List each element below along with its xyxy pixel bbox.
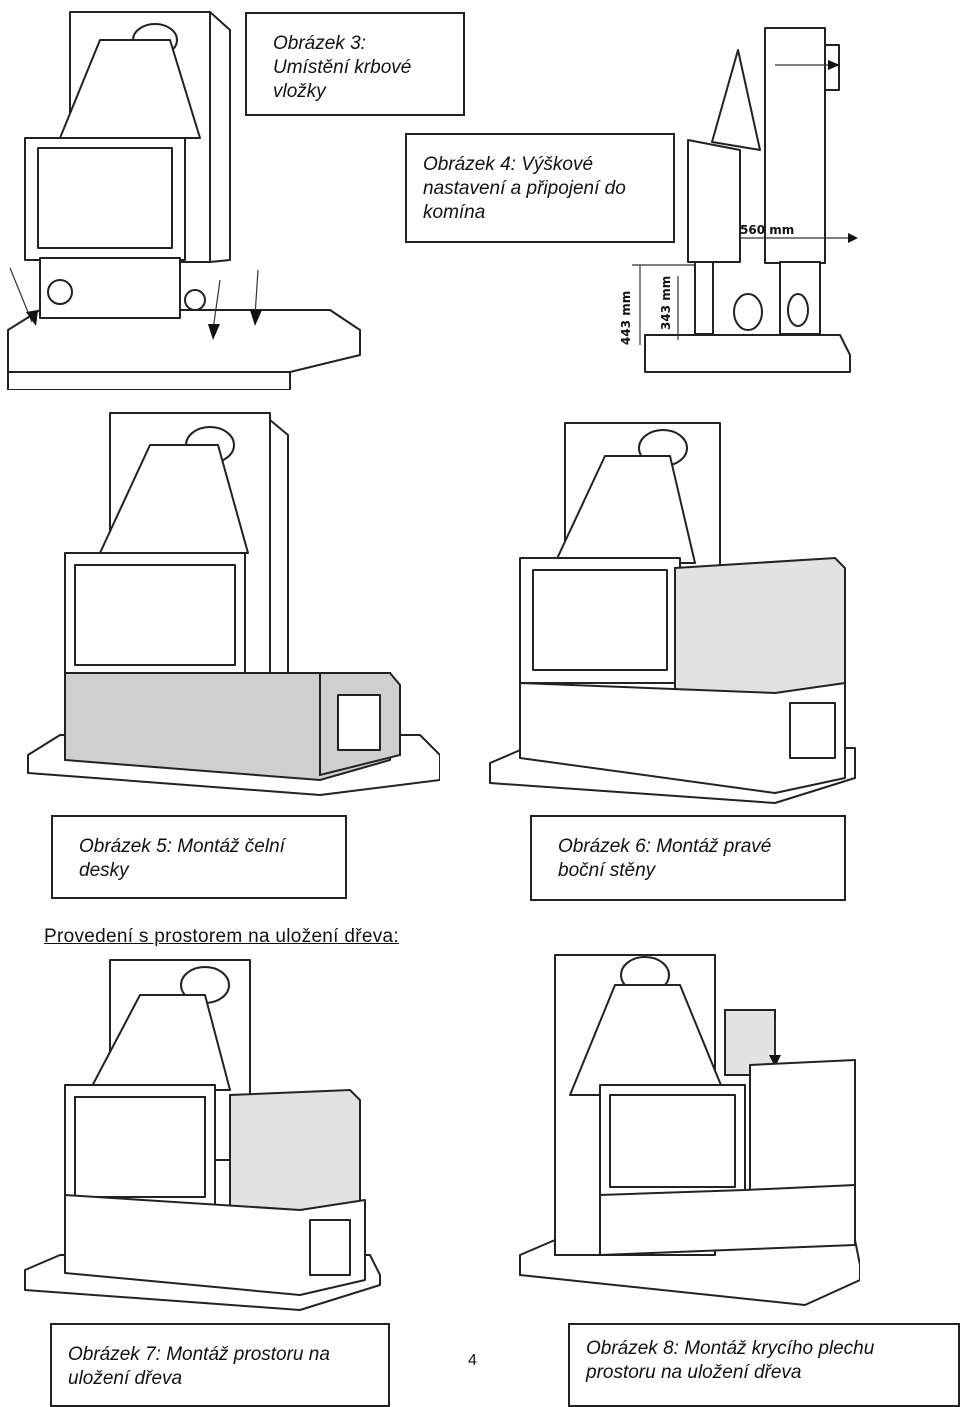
figure-4-height-and-chimney-connection: 560 mm 443 mm 343 mm [619, 27, 858, 373]
dimension-560: 560 mm [740, 223, 794, 237]
dimension-343: 343 mm [659, 276, 673, 330]
figure-7-wood-storage-assembly [24, 959, 381, 1311]
caption-figure-6-text: Obrázek 6: Montáž pravé boční stěny [558, 836, 772, 881]
caption-figure-6: Obrázek 6: Montáž pravé boční stěny [530, 815, 846, 901]
figure-6-right-side-wall-assembly [489, 422, 856, 804]
dimension-443: 443 mm [619, 291, 633, 345]
section-heading-wood-storage: Provedení s prostorem na uložení dřeva: [44, 926, 399, 947]
caption-figure-7: Obrázek 7: Montáž prostoru na uložení dř… [50, 1323, 390, 1407]
caption-figure-5: Obrázek 5: Montáž čelní desky [51, 815, 347, 899]
caption-figure-4-text: Obrázek 4: Výškové nastavení a připojení… [423, 154, 626, 223]
caption-figure-5-text: Obrázek 5: Montáž čelní desky [79, 836, 285, 881]
caption-figure-7-text: Obrázek 7: Montáž prostoru na uložení dř… [68, 1344, 330, 1389]
figure-8-cover-plate-assembly [519, 954, 860, 1306]
figure-5-front-panel-assembly [27, 412, 440, 796]
caption-figure-3-text: Obrázek 3: Umístění krbové vložky [273, 33, 412, 102]
page-number: 4 [468, 1352, 477, 1369]
caption-figure-3: Obrázek 3: Umístění krbové vložky [245, 12, 465, 116]
figure-3-fireplace-insert-placement [7, 11, 361, 390]
caption-figure-8-text: Obrázek 8: Montáž krycího plechu prostor… [586, 1338, 875, 1383]
caption-figure-4: Obrázek 4: Výškové nastavení a připojení… [405, 133, 675, 243]
caption-figure-8: Obrázek 8: Montáž krycího plechu prostor… [568, 1323, 960, 1407]
